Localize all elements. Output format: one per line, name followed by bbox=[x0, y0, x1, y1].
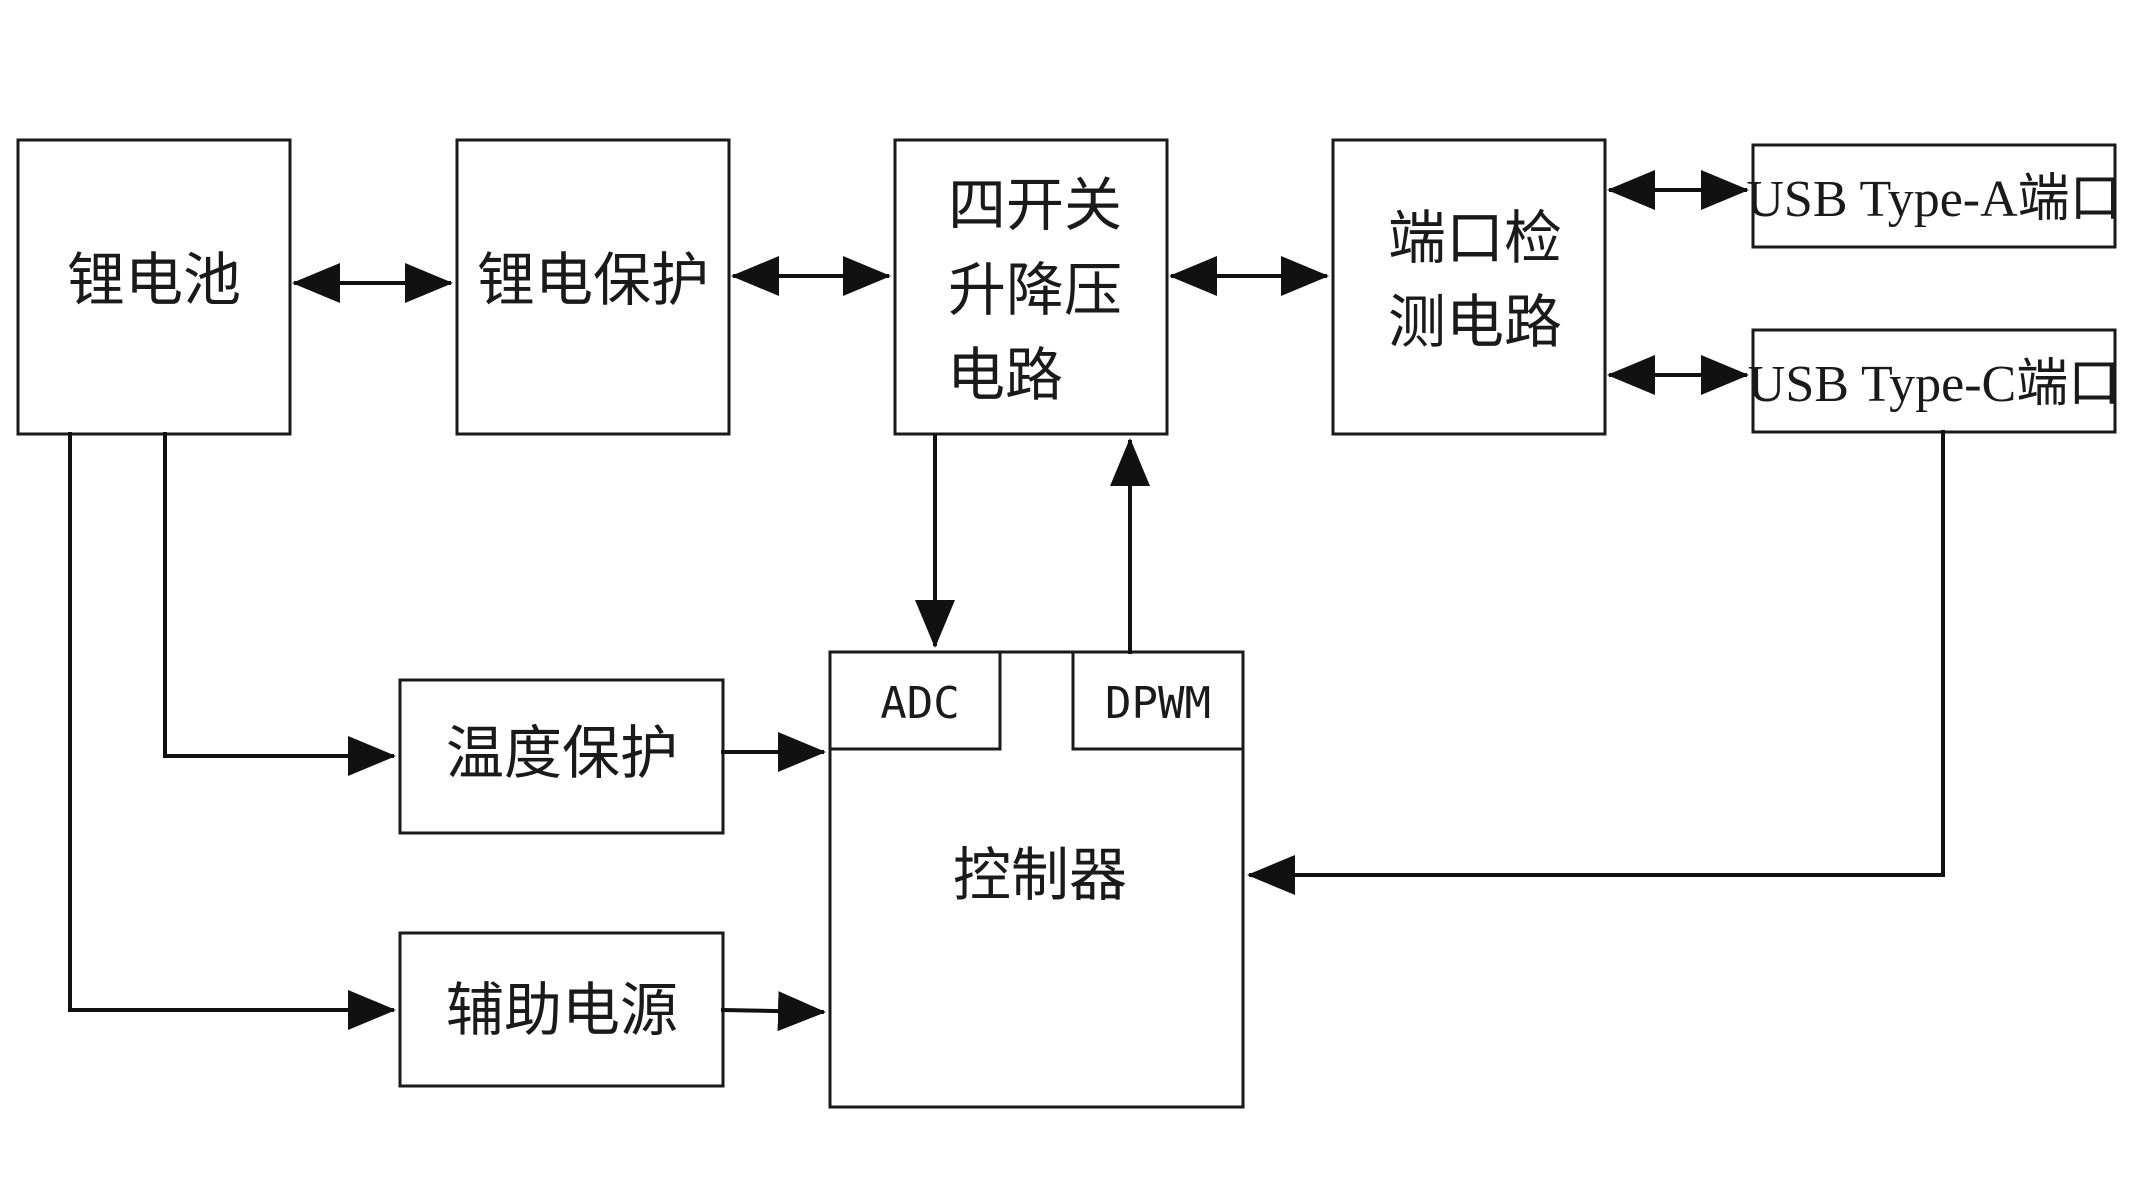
li-battery-label: 锂电池 bbox=[67, 246, 241, 314]
li-battery-block: 锂电池 bbox=[16, 138, 292, 436]
aux-power-block: 辅助电源 bbox=[398, 931, 725, 1088]
adc-label: ADC bbox=[880, 678, 959, 729]
dpwm-label: DPWM bbox=[1105, 678, 1211, 729]
buck-boost-line-1: 四开关 bbox=[948, 171, 1122, 239]
usb-a-port-label: USB Type-A端口 bbox=[1746, 171, 2121, 228]
dpwm-sub-block bbox=[1071, 650, 1245, 751]
usb-c-port-label: USB Type-C端口 bbox=[1748, 356, 2120, 413]
buck-boost-line-3: 电路 bbox=[947, 341, 1063, 409]
connections bbox=[68, 170, 1945, 1032]
arrow-battery-temp bbox=[163, 432, 396, 776]
li-protect-label: 锂电保护 bbox=[477, 246, 709, 314]
arrow-usbc-controller bbox=[1247, 430, 1945, 895]
buck-boost-line-2: 升降压 bbox=[948, 256, 1122, 324]
port-detect-line-1: 端口检 bbox=[1388, 204, 1562, 272]
temp-protect-label: 温度保护 bbox=[446, 719, 678, 787]
usb-c-port-block: USB Type-C端口 bbox=[1748, 328, 2120, 434]
controller-label: 控制器 bbox=[953, 841, 1127, 909]
port-detect-block: 端口检 测电路 bbox=[1331, 138, 1607, 436]
temp-protect-block: 温度保护 bbox=[398, 678, 725, 835]
controller-block: ADC DPWM 控制器 bbox=[828, 650, 1245, 1109]
arrow-battery-aux bbox=[68, 432, 396, 1030]
adc-sub-block bbox=[828, 650, 1002, 751]
li-protect-block: 锂电保护 bbox=[455, 138, 731, 436]
buck-boost-block: 四开关 升降压 电路 bbox=[893, 138, 1169, 436]
arrow-aux-controller bbox=[720, 991, 826, 1032]
port-detect-line-2: 测电路 bbox=[1388, 288, 1562, 356]
usb-a-port-block: USB Type-A端口 bbox=[1746, 143, 2122, 249]
aux-power-label: 辅助电源 bbox=[446, 976, 678, 1044]
